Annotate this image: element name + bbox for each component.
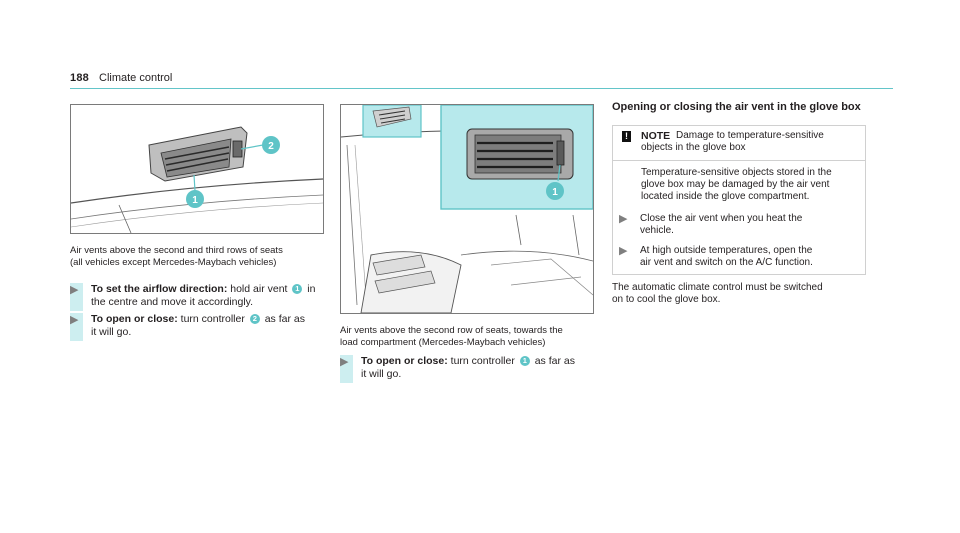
note-box: ! NOTE Damage to temperature-sensitive o… xyxy=(612,125,866,275)
note-title: NOTE xyxy=(641,130,671,142)
caption-line: (all vehicles except Mercedes-Maybach ve… xyxy=(70,257,277,268)
step-label: To open or close: xyxy=(361,355,448,367)
note-head-line: Damage to temperature-sensitive xyxy=(676,130,824,141)
note-body: Temperature-sensitive objects stored in … xyxy=(641,167,861,203)
page-header: 188 Climate control xyxy=(70,72,893,88)
instruction-bar xyxy=(70,313,83,341)
paragraph-line: on to cool the glove box. xyxy=(612,294,721,305)
step-label: To open or close: xyxy=(91,313,178,325)
note-body-line: glove box may be damaged by the air vent xyxy=(641,179,830,190)
play-arrow-icon: ▶ xyxy=(619,245,628,257)
step-open-close-2: ▶ To open or close: turn controller 1 as… xyxy=(340,355,595,385)
maybach-vent-illustration: 1 xyxy=(341,105,593,313)
play-arrow-icon: ▶ xyxy=(70,284,79,296)
play-arrow-icon: ▶ xyxy=(340,356,349,368)
step-text: hold air vent xyxy=(230,283,288,295)
section-heading: Opening or closing the air vent in the g… xyxy=(612,101,861,113)
callout-1: 1 xyxy=(552,187,558,198)
paragraph-line: The automatic climate control must be sw… xyxy=(612,282,823,293)
section-title: Climate control xyxy=(99,72,173,84)
step-open-close-1: ▶ To open or close: turn controller 2 as… xyxy=(70,313,325,343)
figure2-caption: Air vents above the second row of seats,… xyxy=(340,325,600,349)
note-step-line: air vent and switch on the A/C function. xyxy=(640,257,813,268)
header-rule xyxy=(70,88,893,89)
caption-line: Air vents above the second row of seats,… xyxy=(340,325,563,336)
step-set-airflow: ▶ To set the airflow direction: hold air… xyxy=(70,283,325,313)
note-step-line: vehicle. xyxy=(640,225,674,236)
instruction-bar xyxy=(340,355,353,383)
step-label: To set the airflow direction: xyxy=(91,283,228,295)
note-header: ! NOTE Damage to temperature-sensitive o… xyxy=(613,126,865,161)
caption-line: Air vents above the second and third row… xyxy=(70,245,283,256)
callout-1: 1 xyxy=(192,195,198,206)
figure-roof-vents: 2 1 xyxy=(70,104,324,234)
callout-number: 1 xyxy=(292,284,303,294)
play-arrow-icon: ▶ xyxy=(70,314,79,326)
note-step-line: At high outside temperatures, open the xyxy=(640,245,813,256)
callout-number: 1 xyxy=(519,356,530,366)
figure-maybach-vents: 1 xyxy=(340,104,594,314)
glovebox-paragraph: The automatic climate control must be sw… xyxy=(612,282,872,306)
play-arrow-icon: ▶ xyxy=(619,213,628,225)
note-step-line: Close the air vent when you heat the xyxy=(640,213,803,224)
note-body-line: Temperature-sensitive objects stored in … xyxy=(641,167,832,178)
note-body-line: located inside the glove compartment. xyxy=(641,191,810,202)
step-text: as far as xyxy=(264,313,305,325)
callout-2: 2 xyxy=(268,141,274,152)
exclamation-icon: ! xyxy=(622,131,631,142)
step-text: turn controller xyxy=(180,313,245,325)
figure1-caption: Air vents above the second and third row… xyxy=(70,245,322,269)
roof-vent-illustration: 2 1 xyxy=(71,126,323,233)
step-text: it will go. xyxy=(91,326,132,338)
caption-line: load compartment (Mercedes-Maybach vehic… xyxy=(340,337,546,348)
step-text: turn controller xyxy=(450,355,515,367)
callout-number: 2 xyxy=(249,314,260,324)
step-text: as far as xyxy=(534,355,575,367)
note-head-line: objects in the glove box xyxy=(641,142,746,153)
step-text: in xyxy=(307,283,316,295)
instruction-bar xyxy=(70,283,83,311)
page-number: 188 xyxy=(70,72,89,84)
step-text: it will go. xyxy=(361,368,402,380)
step-text: the centre and move it accordingly. xyxy=(91,296,254,308)
